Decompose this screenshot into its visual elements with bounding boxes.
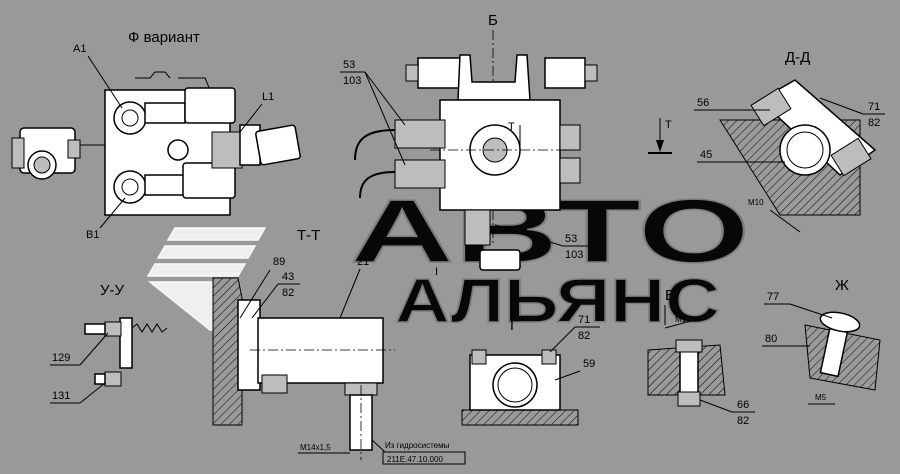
label-b1: В1 [86, 229, 99, 241]
label-code: 211E.47.10.000 [387, 455, 443, 464]
label-82-tt: 82 [282, 287, 294, 299]
label-103-top: 103 [343, 75, 361, 87]
label-a1: А1 [73, 43, 86, 55]
label-m10-dd: M10 [748, 198, 764, 207]
view-title-i: I [435, 266, 438, 278]
view-zh: Ж 77 80 M5 [762, 277, 881, 405]
label-82-dd: 82 [868, 117, 880, 129]
watermark-line2: АЛЬЯНС [395, 267, 720, 336]
label-53-bottom: 53 [565, 233, 577, 245]
label-56: 56 [697, 97, 709, 109]
view-title-tt: Т-Т [297, 227, 320, 244]
view-title-uu: У-У [100, 282, 125, 299]
label-77: 77 [767, 291, 779, 303]
label-59: 59 [583, 358, 595, 370]
label-m5: M5 [815, 393, 827, 402]
view-title-g: Г [510, 317, 518, 334]
label-82-bolt: 82 [737, 415, 749, 427]
view-e: Е Г I 71 82 59 [435, 266, 675, 426]
label-66: 66 [737, 399, 749, 411]
label-thread: M14x1,5 [300, 443, 331, 452]
label-71-dd: 71 [868, 101, 880, 113]
label-71-e: 71 [578, 314, 590, 326]
label-43: 43 [282, 271, 294, 283]
view-t-t: Т-Т 89 43 82 21 M14x1,5 Из гидросистемы … [212, 227, 466, 465]
label-129: 129 [52, 352, 70, 364]
label-53-top: 53 [343, 59, 355, 71]
view-title-b: Б [488, 12, 498, 29]
view-u-u: У-У 129 131 [50, 282, 168, 404]
section-mark-t: Т [665, 119, 672, 131]
view-title-dd: Д-Д [785, 49, 810, 66]
label-82-e: 82 [578, 330, 590, 342]
phi-variant-view: Ф вариант А1 В1 L1 [11, 29, 301, 241]
view-title-e: Е [665, 287, 675, 304]
section-mark-t-inner: Т [508, 121, 515, 133]
label-131: 131 [52, 390, 70, 402]
view-d-d: Д-Д 56 71 82 45 M10 [694, 49, 885, 233]
view-b: Б 53 103 53 103 Т Т [340, 12, 672, 271]
watermark-logo: АВТО АЛЬЯНС [146, 181, 751, 337]
view-m10-bolt: M10 66 82 [647, 315, 755, 427]
label-m10-bolt: M10 [675, 315, 691, 324]
label-hydro: Из гидросистемы [385, 441, 450, 450]
label-45: 45 [700, 149, 712, 161]
label-21: 21 [357, 256, 369, 268]
view-title-zh: Ж [835, 277, 849, 294]
label-l1: L1 [262, 91, 274, 103]
watermark-line1: АВТО [350, 182, 750, 282]
label-103-bottom: 103 [565, 249, 583, 261]
label-80: 80 [765, 333, 777, 345]
label-89: 89 [273, 256, 285, 268]
view-title-phi: Ф вариант [128, 29, 200, 46]
